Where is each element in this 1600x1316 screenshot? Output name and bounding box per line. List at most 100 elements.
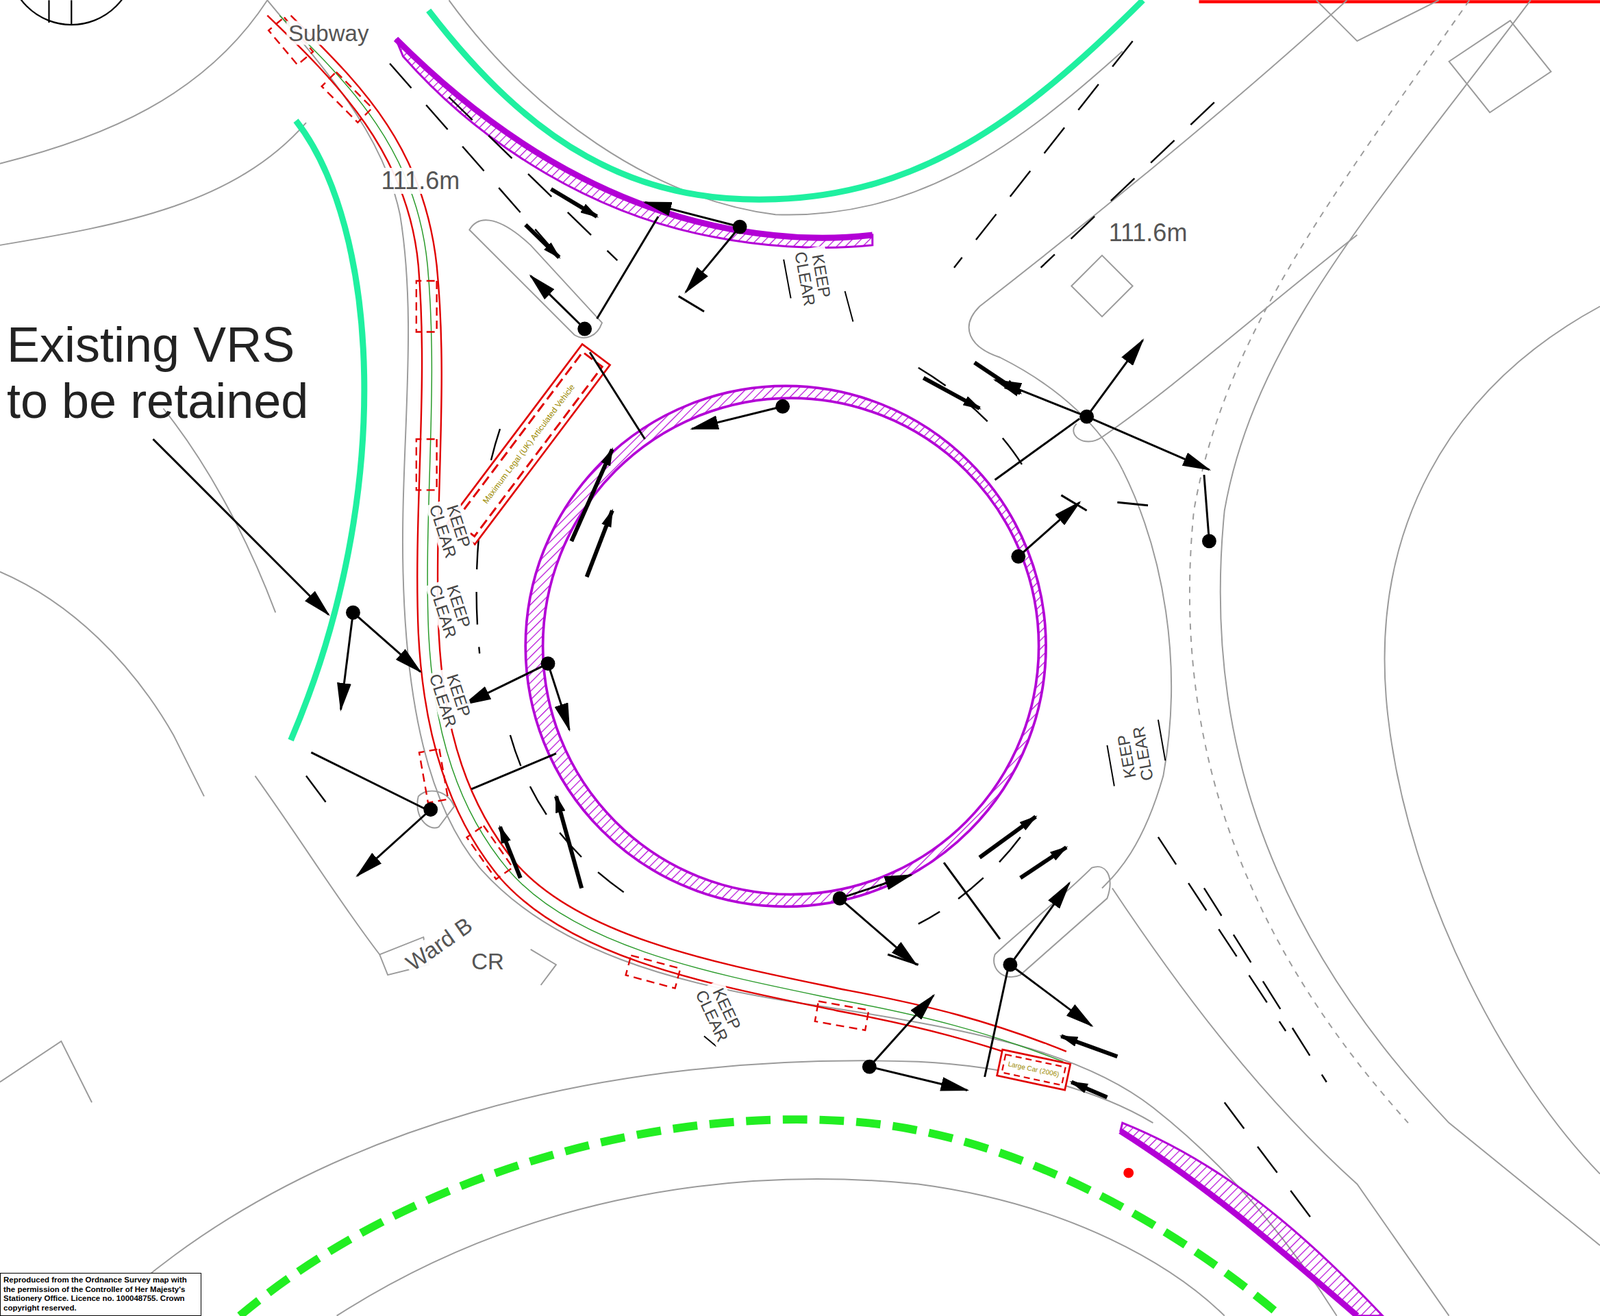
signal-head (1079, 409, 1094, 424)
signal-arrow (352, 612, 420, 672)
leader-line (152, 439, 329, 615)
callout-note: Existing VRS to be retained (6, 316, 322, 429)
keep-clear-bar (783, 259, 791, 299)
keep-clear-bar (845, 291, 854, 322)
lane-arrows (500, 189, 1148, 1098)
boundary-line (1199, 0, 1600, 3)
stop-line (943, 862, 1000, 940)
signal-arrow (1018, 502, 1080, 557)
lane-dash (449, 97, 618, 261)
signal-arrow (547, 663, 570, 731)
kerb-line (254, 776, 380, 955)
swept-centreline (279, 15, 1064, 1062)
street-name: CR (469, 949, 507, 974)
car-vehicle (997, 1049, 1071, 1090)
lane-dash (1224, 1102, 1317, 1225)
keep-clear-bar (1106, 745, 1114, 787)
lane-dash (954, 41, 1133, 268)
signal-line (1204, 474, 1209, 542)
vrs-line (291, 120, 365, 740)
signal-arrow (356, 809, 431, 877)
vehicle-body (454, 352, 603, 537)
signal-arrow (869, 1066, 968, 1090)
signal-arrow (839, 897, 917, 965)
spot-height: 111.6m (1106, 219, 1190, 246)
lane-arrow (1117, 502, 1148, 505)
splitter-island (469, 219, 603, 338)
kerb-line (163, 408, 276, 613)
stop-line (597, 216, 659, 319)
lane-arrow (586, 510, 613, 577)
stop-line (471, 753, 557, 790)
signal-head (732, 219, 748, 235)
lane-dash (1041, 102, 1215, 268)
building (1316, 0, 1440, 42)
vehicle-outline (416, 439, 437, 490)
road-marking-label: KEEP CLEAR (791, 245, 835, 310)
vehicle-outline (416, 280, 437, 332)
lane-dash (1204, 887, 1327, 1082)
kerb-line (0, 122, 307, 246)
signal-head (1002, 957, 1018, 972)
swept-path (267, 15, 1070, 1090)
vehicle-outlines (268, 17, 869, 1031)
vrs-dashed-line (239, 1119, 1281, 1316)
swept-outline (291, 15, 1067, 1052)
lane-arrow (1020, 847, 1067, 879)
lane-arrow (550, 189, 597, 217)
kerb-line (1102, 469, 1172, 889)
road-label: Subway (286, 20, 371, 45)
edge-dash (1189, 0, 1470, 1123)
vehicle-body (1002, 1054, 1066, 1085)
signal-arrow (839, 874, 911, 898)
splitter-island (993, 866, 1110, 977)
stop-line (984, 967, 1009, 1077)
kerb-line (1112, 887, 1450, 1316)
vehicle-box (997, 1049, 1071, 1090)
signal-arrow (1086, 339, 1144, 417)
symbol-circle (8, 0, 135, 25)
symbol-line (70, 0, 72, 25)
signal-arrow (691, 406, 783, 429)
stop-line (310, 752, 427, 809)
stop-line (589, 352, 645, 440)
lane-arrow (887, 954, 919, 965)
lane-arrow (525, 224, 559, 258)
lane-dash (918, 836, 1021, 924)
signal-head (345, 605, 361, 620)
signal-arrow (869, 995, 934, 1067)
signal-arrow (530, 276, 585, 329)
lane-dash (510, 734, 633, 898)
signal-arrows (152, 202, 1209, 1090)
lane-arrow (979, 816, 1036, 858)
kerb-line (1384, 306, 1600, 1174)
corner-symbols (8, 0, 1600, 25)
lane-arrow (1060, 495, 1087, 511)
lane-arrow (500, 826, 521, 878)
vehicle-label: Maximum Legal (UK) Articulated Vehicle (479, 380, 579, 507)
vrs-lines (239, 0, 1281, 1316)
vehicle-outline (626, 955, 681, 989)
signal-arrow (1010, 882, 1070, 965)
kerb-line (530, 949, 557, 985)
lane-arrow (556, 795, 582, 888)
copyright-text: Reproduced from the Ordnance Survey map … (0, 1273, 201, 1316)
keep-clear-bar (1158, 719, 1166, 761)
signal-head (577, 321, 592, 337)
stop-lines (310, 216, 1166, 1077)
signal-arrow (464, 663, 548, 705)
road-marking-label: KEEP CLEAR (425, 664, 477, 731)
hatched-strip (1120, 1122, 1383, 1316)
hatched-strip-edge (1120, 1130, 1358, 1316)
lane-arrow (678, 295, 705, 311)
signal-head (1010, 549, 1026, 564)
copyright-box: Reproduced from the Ordnance Survey map … (0, 1272, 202, 1316)
signal-head (832, 891, 848, 906)
signal-head (862, 1059, 877, 1074)
lane-dash (1158, 836, 1286, 1031)
signal-head (775, 399, 790, 414)
lane-arrow (1060, 1035, 1118, 1057)
